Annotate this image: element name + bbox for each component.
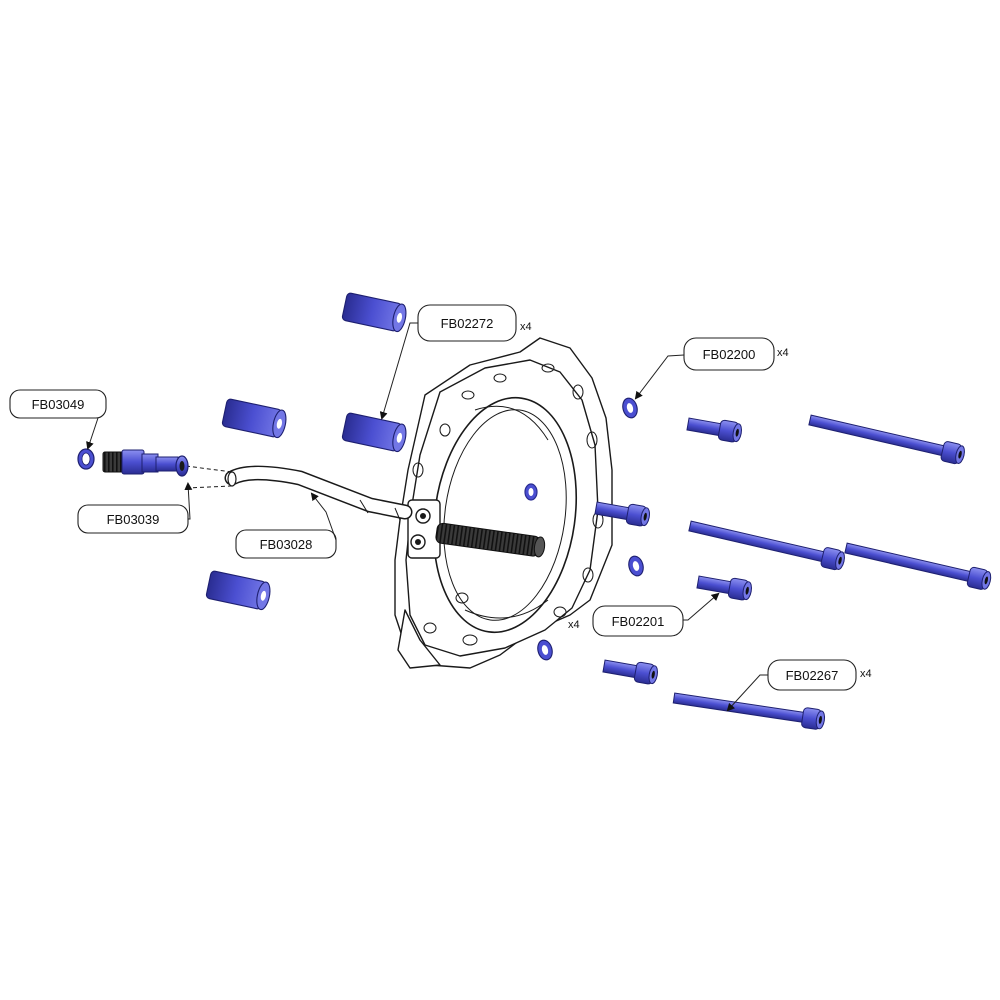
callout-fb03039: FB03039 xyxy=(77,482,193,534)
washer-fb02200-3 xyxy=(537,639,553,661)
callout-fb02201-qty: x4 xyxy=(568,619,580,631)
callout-fb02267: FB02267 x4 xyxy=(726,659,872,712)
callout-fb03028-label: FB03028 xyxy=(260,537,313,552)
standoff-fb02272-3 xyxy=(341,412,407,453)
long-bolt-fb02267-1 xyxy=(808,414,965,465)
callout-fb03039-label: FB03039 xyxy=(107,512,160,527)
callout-fb02267-qty: x4 xyxy=(860,668,872,680)
long-bolt-fb02267-3 xyxy=(844,542,992,590)
standoff-fb02272-2 xyxy=(221,398,287,439)
callout-fb03049: FB03049 xyxy=(9,389,107,450)
threaded-rod xyxy=(435,522,546,558)
callout-fb02272-label: FB02272 xyxy=(441,316,494,331)
housing-bottom-lug xyxy=(397,609,441,669)
short-bolt-fb02201-3 xyxy=(696,575,752,601)
washer-fb02200-1 xyxy=(622,397,638,419)
fitting-fb03039 xyxy=(102,449,189,477)
housing-mount-holes xyxy=(412,363,604,646)
washer-fb02200-2 xyxy=(628,555,644,577)
adapter-housing xyxy=(394,337,613,669)
callout-fb02267-label: FB02267 xyxy=(786,668,839,683)
callout-fb02201-label: FB02201 xyxy=(612,614,665,629)
short-bolt-fb02201-4 xyxy=(602,659,658,685)
callout-fb02272: FB02272 x4 xyxy=(379,304,532,420)
callout-fb02200: FB02200 x4 xyxy=(634,337,789,400)
short-bolt-fb02201-2 xyxy=(594,501,650,527)
callout-fb02201: x4 FB02201 xyxy=(568,592,720,637)
long-bolt-fb02267-2 xyxy=(688,520,845,571)
cable-fb03028 xyxy=(185,465,413,521)
standoff-fb02272-1 xyxy=(341,292,407,333)
callout-fb03028: FB03028 xyxy=(235,492,337,559)
short-bolt-fb02201-1 xyxy=(686,417,742,443)
long-bolt-fb02267-4 xyxy=(672,692,826,730)
callout-fb02200-label: FB02200 xyxy=(703,347,756,362)
callout-fb03049-label: FB03049 xyxy=(32,397,85,412)
callout-fb02200-qty: x4 xyxy=(777,347,789,359)
standoff-fb02272-4 xyxy=(205,570,271,611)
washer-fb03049 xyxy=(77,448,95,470)
callout-fb02272-qty: x4 xyxy=(520,321,532,333)
